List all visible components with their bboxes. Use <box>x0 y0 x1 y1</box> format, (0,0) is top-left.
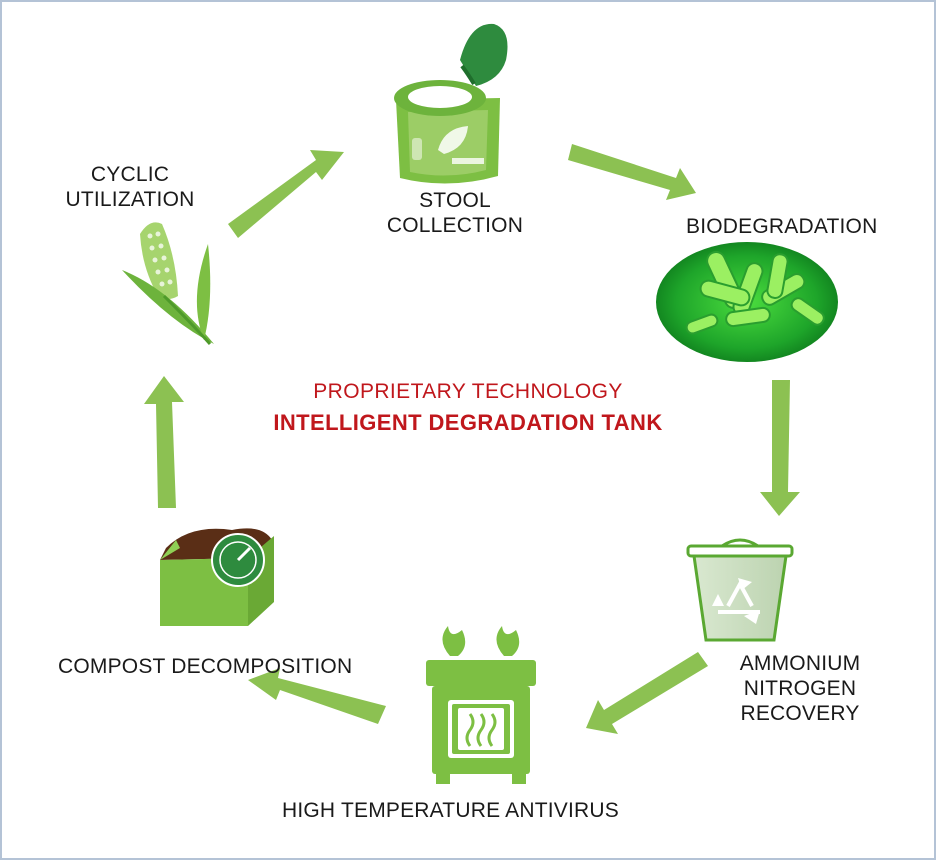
arrow-stove-to-compost <box>248 668 386 724</box>
stool-collection-line1: STOOL <box>419 189 491 212</box>
arrow-corn-to-stool <box>228 150 344 238</box>
stool-collection-line2: COLLECTION <box>386 214 524 237</box>
biodegradation-line1: BIODEGRADATION <box>686 215 878 238</box>
bacteria-icon <box>656 242 838 362</box>
ammonium-recovery-line1: AMMONIUM <box>739 652 861 675</box>
arrow-ammonium-to-stove <box>586 652 708 734</box>
center-title-line2: INTELLIGENT DEGRADATION TANK <box>273 410 663 435</box>
ammonium-recovery-line2: NITROGEN <box>743 677 857 700</box>
ammonium-recovery-line3: RECOVERY <box>740 702 860 725</box>
compost-label: COMPOST DECOMPOSITION <box>58 654 352 679</box>
compost-box-icon <box>160 528 274 626</box>
compost-line1: COMPOST DECOMPOSITION <box>58 655 353 678</box>
ammonium-recovery-label: AMMONIUM NITROGEN RECOVERY <box>725 651 875 726</box>
recycle-bin-icon <box>686 538 794 642</box>
biodegradation-label: BIODEGRADATION <box>686 214 877 239</box>
stove-icon <box>426 626 536 784</box>
toilet-icon <box>394 23 508 184</box>
cyclic-utilization-label: CYCLIC UTILIZATION <box>56 162 204 212</box>
high-temp-label: HIGH TEMPERATURE ANTIVIRUS <box>282 798 619 823</box>
high-temp-line1: HIGH TEMPERATURE ANTIVIRUS <box>282 799 619 822</box>
center-title-line1: PROPRIETARY TECHNOLOGY <box>313 380 623 403</box>
corn-icon <box>122 222 214 346</box>
arrow-compost-to-corn <box>144 376 184 508</box>
arrow-bio-to-ammonium <box>760 380 800 516</box>
stool-collection-label: STOOL COLLECTION <box>380 188 530 238</box>
cyclic-line1: CYCLIC <box>90 163 170 186</box>
arrow-stool-to-bio <box>568 144 696 200</box>
cyclic-line2: UTILIZATION <box>65 188 195 211</box>
